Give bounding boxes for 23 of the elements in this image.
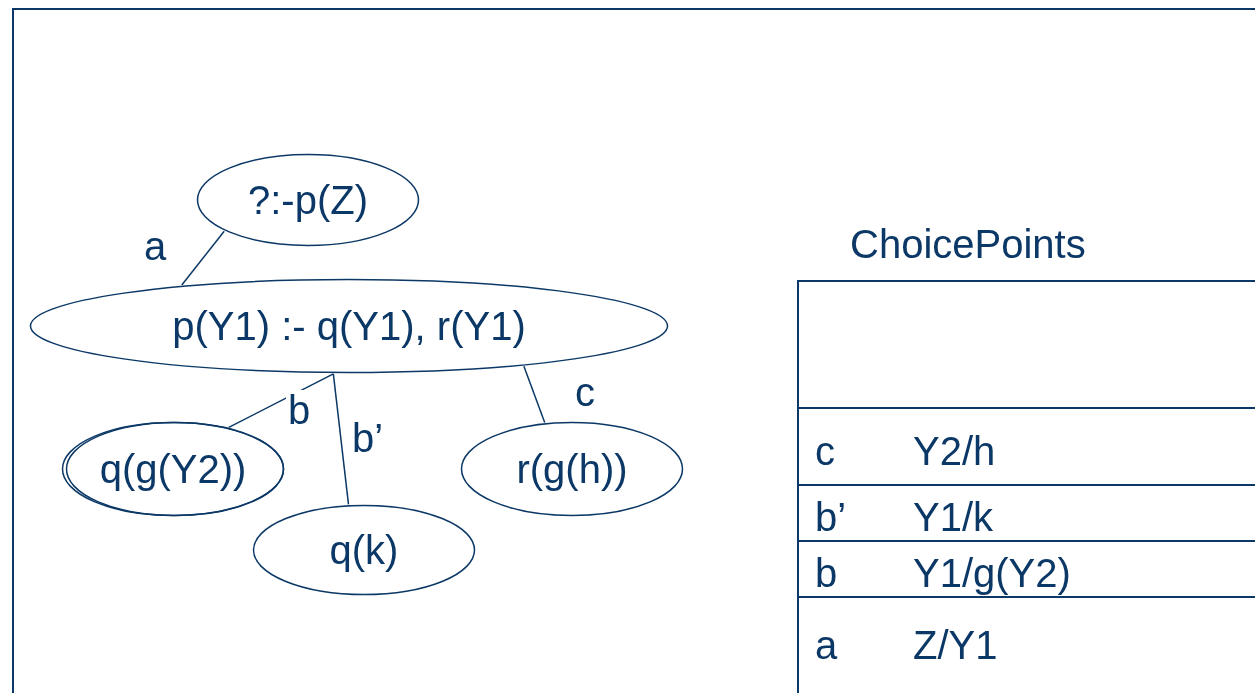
goal-text: r(g(h)) xyxy=(515,449,629,489)
goal-text: p(Y1) :- q(Y1), r(Y1) xyxy=(171,306,527,346)
goal-text: ?:-p(Z) xyxy=(247,180,369,220)
substitution-text: Y2/h xyxy=(913,431,996,471)
choice-letter: c xyxy=(815,431,835,471)
connector-line xyxy=(332,373,350,506)
choice-letter: b’ xyxy=(815,497,847,537)
goal-ellipse xyxy=(61,421,285,517)
goal-text: q(k) xyxy=(328,530,400,570)
goal-ellipse xyxy=(460,421,684,517)
choice-letter: b xyxy=(815,553,838,593)
substitution-text: Y1/g(Y2) xyxy=(913,553,1071,593)
connector-line xyxy=(181,230,225,286)
goal-ellipse xyxy=(252,504,476,596)
choicepoints-heading: ChoicePoints xyxy=(850,224,1086,264)
substitution-text: Y1/k xyxy=(913,497,994,537)
connector-line xyxy=(228,373,335,429)
connector-line xyxy=(523,365,546,424)
choice-letter: a xyxy=(815,625,838,665)
goal-ellipse xyxy=(196,153,420,247)
goal-ellipse xyxy=(29,278,669,374)
goal-text: q(g(Y2)) xyxy=(98,449,248,489)
substitution-text: Z/Y1 xyxy=(913,625,998,665)
